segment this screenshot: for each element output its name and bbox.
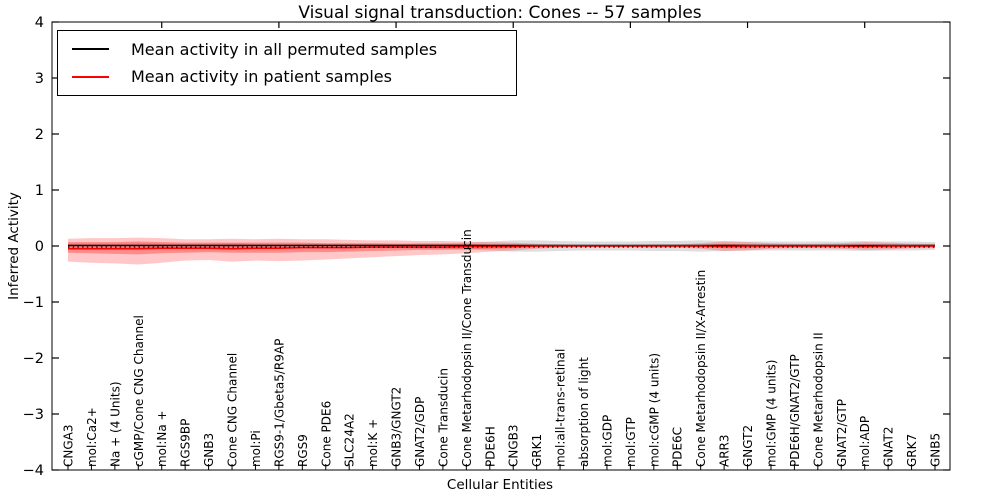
x-tick-label: GNB5 <box>929 433 943 467</box>
x-tick-label: mol:Pi <box>249 430 263 467</box>
x-tick-label: ARR3 <box>718 434 732 467</box>
y-tick-label: −1 <box>23 295 44 311</box>
x-tick-label: Cone Metarhodopsin II/X-Arrestin <box>694 270 708 467</box>
legend: Mean activity in all permuted samples Me… <box>57 30 517 96</box>
x-tick-label: GNB3/GNGT2 <box>390 387 404 467</box>
patient-spread-band-outer <box>68 237 935 265</box>
x-tick-label: PDE6C <box>671 427 685 467</box>
legend-label-permuted: Mean activity in all permuted samples <box>131 39 438 59</box>
x-tick-label: mol:GTP <box>624 417 638 467</box>
x-tick-label: mol:cGMP (4 units) <box>647 353 661 467</box>
x-tick-label: absorption of light <box>577 357 591 467</box>
x-tick-label: Cone Transducin <box>436 368 450 467</box>
legend-item-patient: Mean activity in patient samples <box>58 67 516 86</box>
x-tick-label: CNGA3 <box>62 425 76 468</box>
x-tick-label: mol:Na + <box>155 410 169 467</box>
y-tick-label: −3 <box>23 407 44 423</box>
x-tick-label: PDE6H/GNAT2/GTP <box>788 354 802 467</box>
chart-title: Visual signal transduction: Cones -- 57 … <box>298 3 702 23</box>
x-tick-label: SLC24A2 <box>343 413 357 467</box>
x-tick-label: GRK1 <box>530 434 544 467</box>
x-tick-label: Na + (4 Units) <box>108 381 122 467</box>
patient-spread-band-inner <box>68 241 935 255</box>
y-axis-title: Inferred Activity <box>6 192 22 300</box>
x-tick-label: Cone Metarhodopsin II/Cone Transducin <box>460 229 474 467</box>
x-tick-label: GNGT2 <box>741 425 755 467</box>
legend-line-patient <box>72 75 109 78</box>
x-tick-label: mol:ADP <box>858 416 872 467</box>
x-tick-label: mol:all-trans-retinal <box>554 349 568 467</box>
x-tick-label: mol:Ca2+ <box>85 407 99 467</box>
x-tick-label: RGS9 <box>296 434 310 467</box>
legend-item-permuted: Mean activity in all permuted samples <box>58 40 516 59</box>
x-tick-label: GNAT2/GTP <box>835 399 849 467</box>
legend-line-permuted <box>72 48 109 51</box>
y-tick-label: 4 <box>35 15 44 31</box>
x-tick-label: Cone PDE6 <box>319 401 333 467</box>
x-tick-label: GNAT2/GDP <box>413 397 427 467</box>
x-tick-label: PDE6H <box>483 426 497 467</box>
y-tick-label: 0 <box>35 239 44 255</box>
y-tick-label: 2 <box>35 127 44 143</box>
x-tick-label: cGMP/Cone CNG Channel <box>132 315 146 467</box>
x-tick-label: Cone CNG Channel <box>226 353 240 467</box>
x-tick-label: mol:GDP <box>600 415 614 467</box>
x-tick-label: mol:K + <box>366 419 380 467</box>
x-tick-label: RGS9-1/Gbeta5/R9AP <box>272 339 286 467</box>
y-tick-label: 1 <box>35 183 44 199</box>
x-tick-label: GNAT2 <box>882 426 896 467</box>
x-axis-title: Cellular Entities <box>446 477 554 493</box>
x-tick-label: CNGB3 <box>507 424 521 467</box>
x-tick-label: mol:GMP (4 units) <box>764 360 778 467</box>
y-tick-label: −4 <box>23 463 44 479</box>
legend-label-patient: Mean activity in patient samples <box>131 67 392 87</box>
y-tick-label: 3 <box>35 71 44 87</box>
x-tick-label: GNB3 <box>202 433 216 467</box>
x-tick-label: RGS9BP <box>179 419 193 467</box>
y-tick-label: −2 <box>23 351 44 367</box>
x-tick-label: Cone Metarhodopsin II <box>811 332 825 467</box>
x-tick-label: GRK7 <box>905 434 919 467</box>
